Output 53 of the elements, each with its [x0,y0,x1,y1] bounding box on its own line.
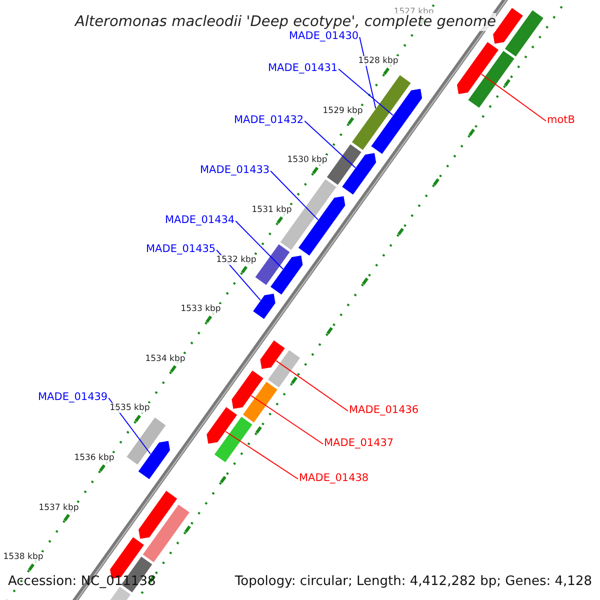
gene-feature [126,416,167,466]
gene-feature [142,504,190,564]
leader-line [250,395,324,444]
gene-feature [252,293,276,320]
leader-line [304,120,356,168]
scale-label: 1535 kbp [110,403,150,414]
scale-label: 1533 kbp [180,304,221,314]
scale-label: 1536 kbp [74,453,114,464]
gene-label: MADE_01439 [38,391,108,403]
gene-label: MADE_01437 [324,437,394,449]
gene-label: MADE_01435 [146,243,216,255]
gene-feature [370,88,423,155]
gene-label: MADE_01431 [268,62,338,74]
gene-label: MADE_01430 [289,30,359,42]
scale-label: 1534 kbp [145,354,186,364]
gene-label: MADE_01434 [165,214,235,226]
gene-feature [231,370,264,410]
gene-feature [214,416,254,464]
gene-feature [242,380,278,424]
scale-label: 1532 kbp [216,254,256,265]
leader-line [480,74,546,122]
scale-label: 1538 kbp [3,552,44,562]
gene-feature [326,143,362,186]
gene-label: MADE_01432 [234,114,304,126]
scale-label: 1529 kbp [322,106,363,116]
leader-line [225,431,298,480]
genome-info-text: Topology: circular; Length: 4,412,282 bp; Genes: 4,128 [234,574,592,590]
leader-line [359,36,376,109]
gene-label: motB [547,114,575,126]
gene-feature [206,406,238,444]
gene-feature [138,490,178,540]
title: Alteromonas macleodii 'Deep ecotype', complete genome [74,13,496,31]
gene-label: MADE_01433 [200,164,270,176]
gene-feature [260,340,286,370]
gene-label: MADE_01438 [299,472,369,484]
gene-feature [341,152,377,196]
gene-feature [270,254,304,296]
leader-line [276,360,348,412]
scale-label: 1537 kbp [38,502,79,513]
gene-feature [254,243,291,286]
scale-label: 1530 kbp [287,155,328,166]
leader-line [235,220,284,270]
gene-feature [504,9,544,58]
scale-label: 1528 kbp [358,56,398,66]
gene-feature [267,349,301,388]
leader-line [338,68,394,116]
scale-label: 1531 kbp [252,205,292,216]
gene-feature [456,41,500,95]
gene-feature [298,195,346,256]
leader-line [270,170,319,220]
gene-feature [467,50,516,109]
gene-label: MADE_01436 [349,404,419,416]
gene-feature [138,440,171,480]
